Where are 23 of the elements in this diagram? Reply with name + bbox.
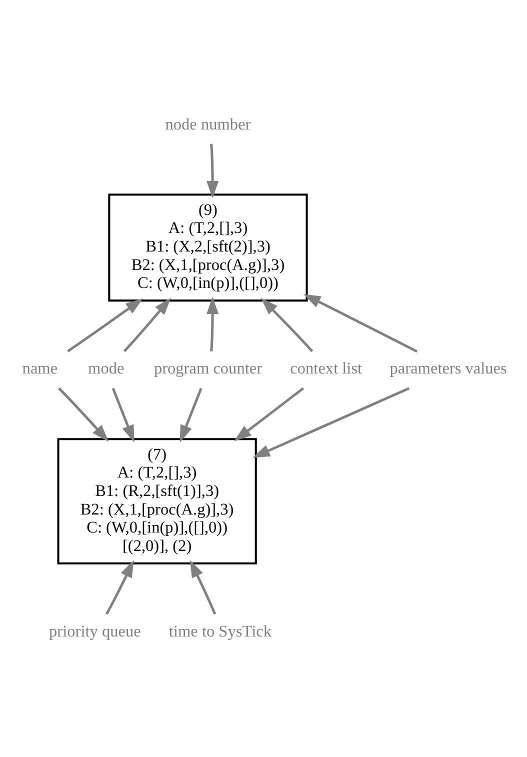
node-text: parameters values — [390, 358, 507, 378]
arrow — [58, 386, 109, 442]
arrow — [112, 387, 134, 442]
node-text: context list — [290, 358, 362, 378]
node-text: name — [22, 358, 58, 378]
arrow — [206, 296, 219, 351]
arrow — [206, 143, 219, 198]
arrow — [180, 387, 202, 442]
node-text: program counter — [154, 358, 262, 378]
node-text: node number — [165, 114, 251, 133]
arrow — [190, 560, 216, 614]
node-text: mode — [88, 358, 124, 378]
node-box: (7) A: (T,2,[],3) B1: (R,2,[sft(1)],3) B2: (X,1,[proc(A.g)],3) C: (W,0,[in(p)],([],0)) [(2,0)], (2) — [57, 438, 257, 564]
arrow — [303, 294, 418, 352]
node-text: time to SysTick — [168, 620, 272, 640]
arrow — [105, 560, 134, 614]
node-text: priority queue — [49, 620, 141, 640]
arrow — [260, 297, 314, 352]
arrow — [123, 297, 171, 352]
arrow — [67, 298, 143, 352]
node-box: (9) A: (T,2,[],3) B1: (X,2,[sft(2)],3) B2: (X,1,[proc(A.g)],3) C: (W,0,[in(p)],([],0)) — [108, 193, 308, 302]
arrow — [234, 386, 304, 441]
arrow — [252, 386, 410, 458]
